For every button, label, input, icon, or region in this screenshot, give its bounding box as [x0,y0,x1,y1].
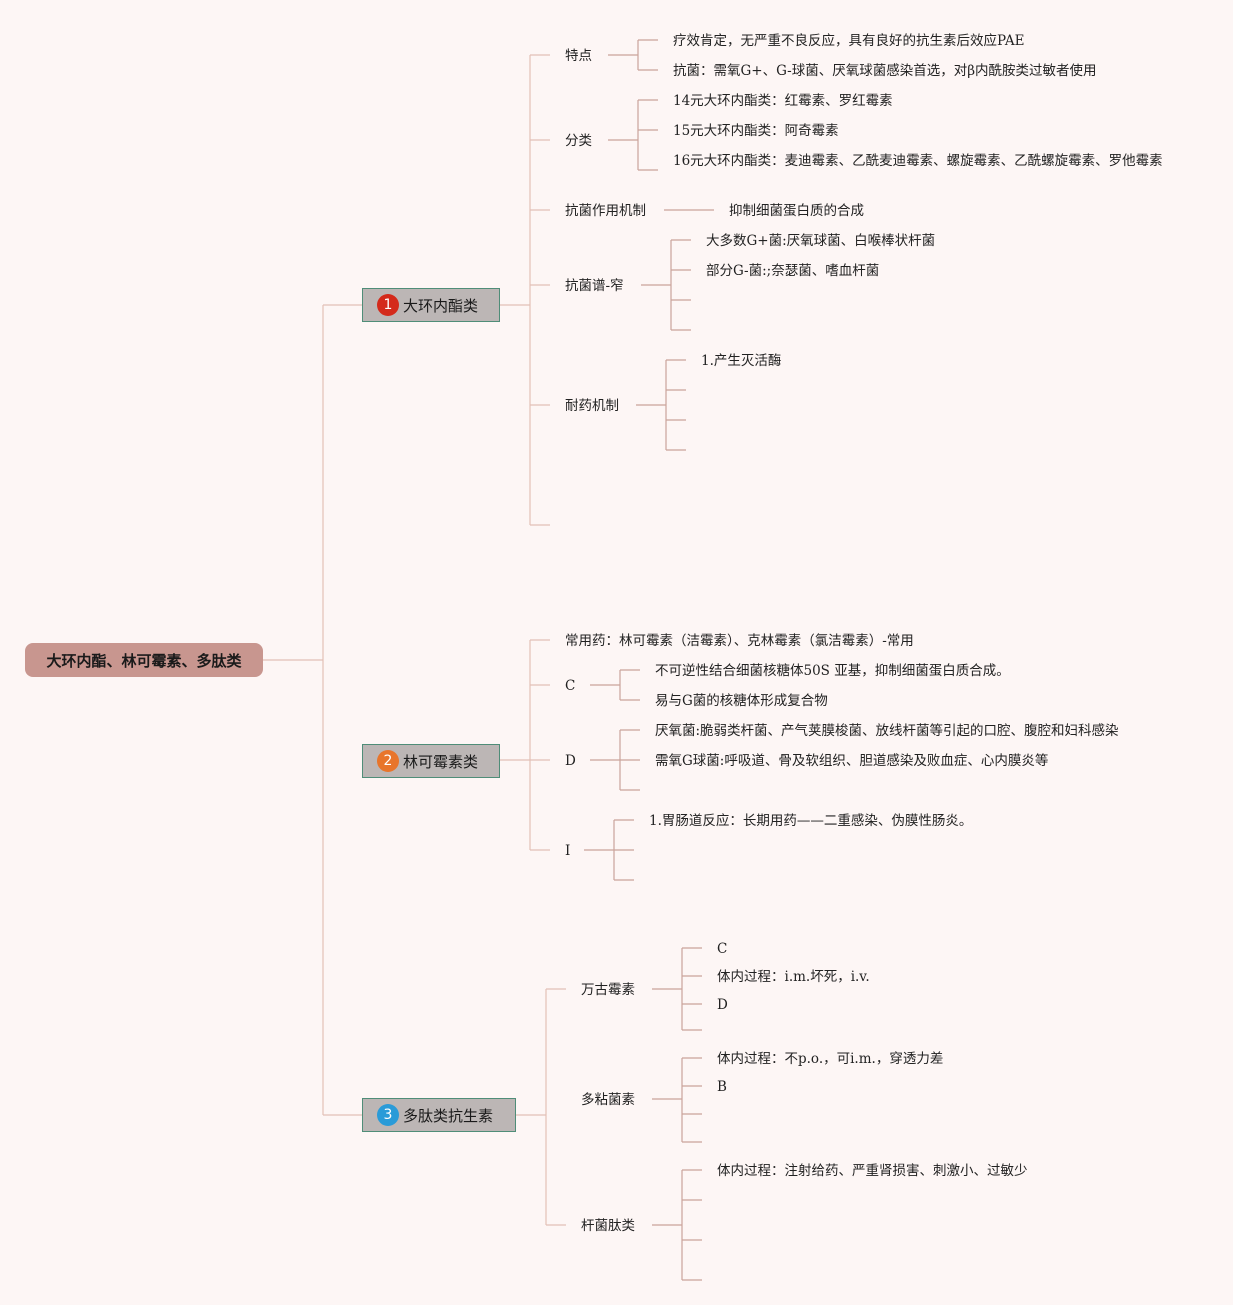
number-badge-2-icon: 2 [377,750,399,772]
topic-d[interactable]: D [565,753,576,769]
leaf-features-2[interactable]: 抗菌：需氧G+、G-球菌、厌氧球菌感染首选，对β内酰胺类过敏者使用 [673,63,1097,79]
leaf-bacitracin-1[interactable]: 体内过程：注射给药、严重肾损害、刺激小、过敏少 [717,1163,1028,1179]
leaf-c-2[interactable]: 易与G菌的核糖体形成复合物 [655,693,828,709]
topic-common-drugs[interactable]: 常用药：林可霉素（洁霉素）、克林霉素（氯洁霉素）-常用 [565,633,914,649]
leaf-spectrum-1[interactable]: 大多数G+菌:厌氧球菌、白喉棒状杆菌 [706,233,936,249]
topic-features[interactable]: 特点 [565,48,592,64]
branch-lincomycin[interactable]: 2 林可霉素类 [362,744,500,778]
branch-macrolides[interactable]: 1 大环内酯类 [362,288,500,322]
branch-label: 大环内酯类 [403,296,479,315]
topic-bacitracin[interactable]: 杆菌肽类 [581,1218,635,1234]
leaf-vancomycin-3[interactable]: D [717,997,728,1013]
leaf-vancomycin-2[interactable]: 体内过程：i.m.坏死，i.v. [717,969,870,985]
branch-polypeptides[interactable]: 3 多肽类抗生素 [362,1098,516,1132]
topic-vancomycin[interactable]: 万古霉素 [581,982,635,998]
leaf-classification-3[interactable]: 16元大环内酯类：麦迪霉素、乙酰麦迪霉素、螺旋霉素、乙酰螺旋霉素、罗他霉素 [673,153,1163,169]
branch-label: 多肽类抗生素 [403,1106,494,1125]
leaf-resistance-1[interactable]: 1.产生灭活酶 [701,353,782,369]
leaf-classification-2[interactable]: 15元大环内酯类：阿奇霉素 [673,123,839,139]
leaf-spectrum-2[interactable]: 部分G-菌:;奈瑟菌、嗜血杆菌 [706,263,880,279]
topic-c[interactable]: C [565,678,576,694]
topic-spectrum[interactable]: 抗菌谱-窄 [565,278,624,294]
leaf-classification-1[interactable]: 14元大环内酯类：红霉素、罗红霉素 [673,93,893,109]
leaf-mechanism[interactable]: 抑制细菌蛋白质的合成 [729,203,864,219]
number-badge-1-icon: 1 [377,294,399,316]
branch-label: 林可霉素类 [403,752,479,771]
topic-polymyxin[interactable]: 多粘菌素 [581,1092,635,1108]
leaf-d-2[interactable]: 需氧G球菌:呼吸道、骨及软组织、胆道感染及败血症、心内膜炎等 [655,753,1049,769]
leaf-d-1[interactable]: 厌氧菌:脆弱类杆菌、产气荚膜梭菌、放线杆菌等引起的口腔、腹腔和妇科感染 [655,723,1119,739]
leaf-i-1[interactable]: 1.胃肠道反应：长期用药——二重感染、伪膜性肠炎。 [649,813,973,829]
topic-resistance[interactable]: 耐药机制 [565,398,619,414]
topic-i[interactable]: I [565,843,571,859]
leaf-vancomycin-1[interactable]: C [717,941,728,957]
root-topic[interactable]: 大环内酯、林可霉素、多肽类 [25,643,263,677]
leaf-polymyxin-1[interactable]: 体内过程：不p.o.，可i.m.，穿透力差 [717,1051,944,1067]
topic-mechanism[interactable]: 抗菌作用机制 [565,203,646,219]
number-badge-3-icon: 3 [377,1104,399,1126]
leaf-polymyxin-2[interactable]: B [717,1079,727,1095]
leaf-c-1[interactable]: 不可逆性结合细菌核糖体50S 亚基，抑制细菌蛋白质合成。 [655,663,1010,679]
topic-classification[interactable]: 分类 [565,133,592,149]
leaf-features-1[interactable]: 疗效肯定，无严重不良反应，具有良好的抗生素后效应PAE [673,33,1025,49]
